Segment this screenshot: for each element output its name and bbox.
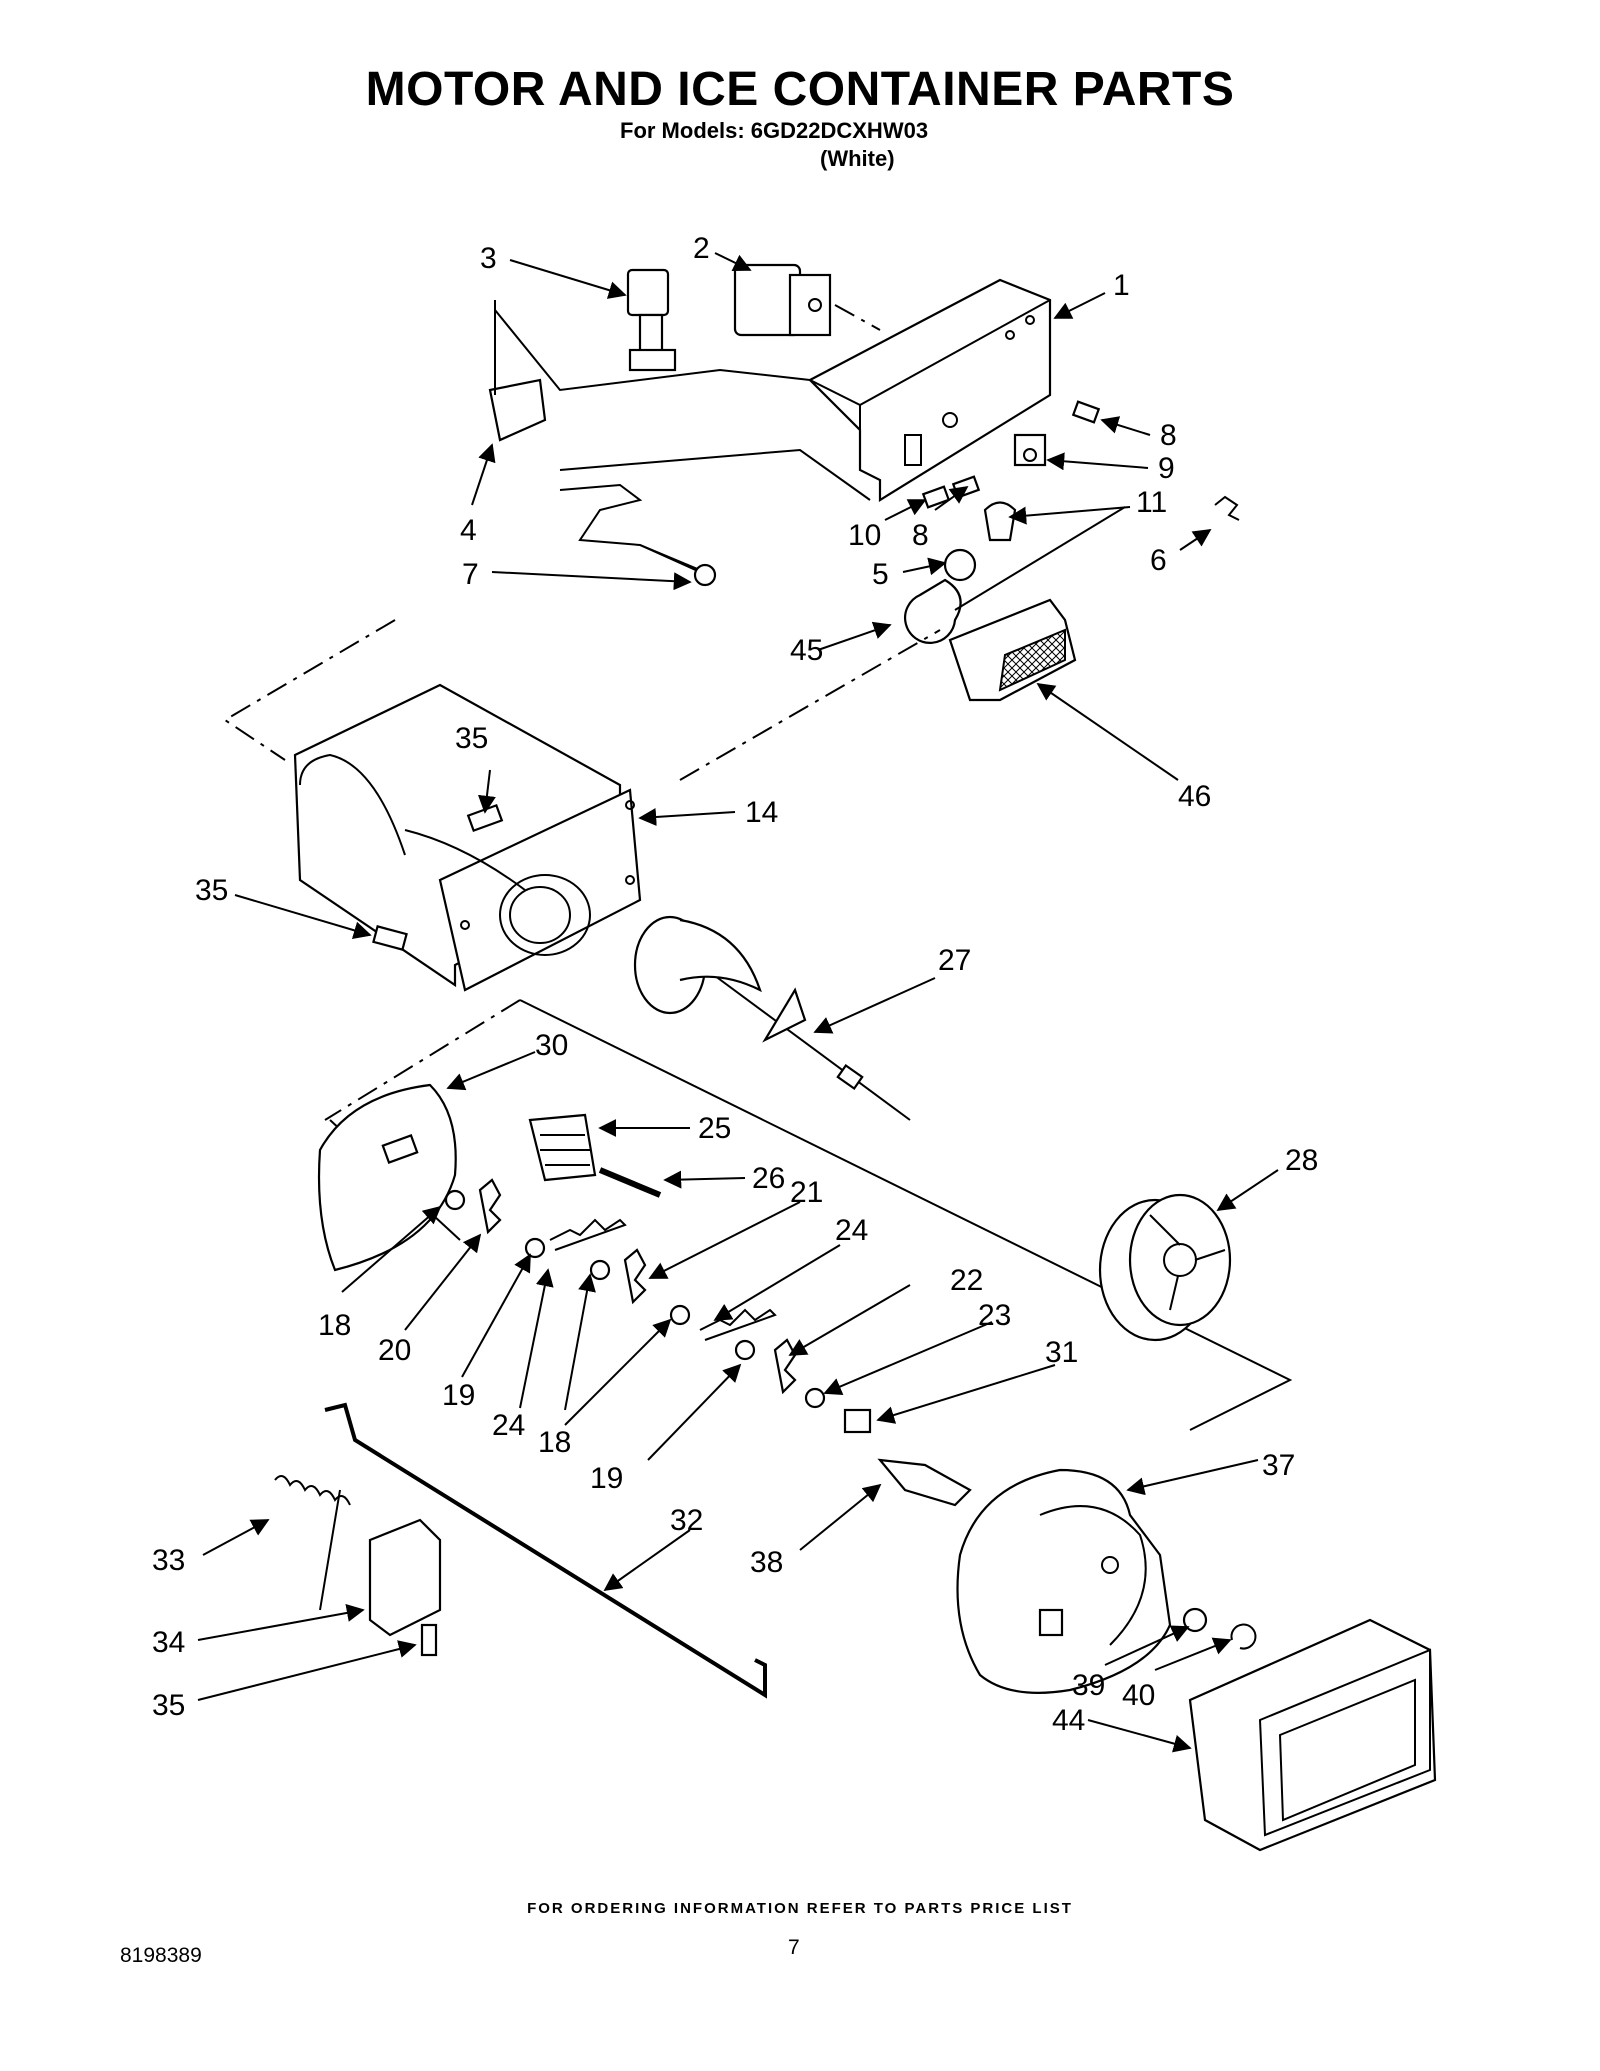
- callout-18b: 18: [538, 1426, 571, 1459]
- callout-2: 2: [693, 232, 710, 265]
- drive-motor-37: [956, 1468, 1172, 1694]
- callout-33: 33: [152, 1544, 185, 1577]
- callout-35a: 35: [455, 722, 488, 755]
- crusher-housing-30: [317, 1083, 457, 1272]
- callout-40: 40: [1122, 1679, 1155, 1712]
- auger-assembly: [633, 915, 911, 1121]
- callout-32: 32: [670, 1504, 703, 1537]
- callout-leaders: [197, 252, 1279, 1753]
- callout-3: 3: [480, 242, 497, 275]
- callout-labels: 1 2 3 4 5 6 7 8 8 9 10 11 14 18 18 19 19…: [152, 232, 1318, 1737]
- callout-45: 45: [790, 634, 823, 667]
- callout-31: 31: [1045, 1336, 1078, 1369]
- callout-11: 11: [1136, 486, 1167, 519]
- dash-line-upper: [494, 309, 811, 392]
- callout-19a: 19: [442, 1379, 475, 1412]
- callout-8b: 8: [912, 519, 929, 552]
- callout-35c: 35: [152, 1689, 185, 1722]
- bracket-34: [368, 1518, 442, 1657]
- callout-18a: 18: [318, 1309, 351, 1342]
- callout-1: 1: [1113, 269, 1130, 302]
- page-title: MOTOR AND ICE CONTAINER PARTS: [365, 63, 1235, 116]
- callout-46: 46: [1178, 780, 1211, 813]
- washers-39-40: [1182, 1607, 1257, 1650]
- callout-4: 4: [460, 514, 477, 547]
- callout-25: 25: [698, 1112, 731, 1145]
- callout-37: 37: [1262, 1449, 1295, 1482]
- switch-lever-38: [877, 1458, 972, 1507]
- callout-23: 23: [978, 1299, 1011, 1332]
- lower-dash-line: [324, 999, 521, 1121]
- ordering-note: FOR ORDERING INFORMATION REFER TO PARTS …: [527, 1900, 1073, 1917]
- bail-wire-32: [324, 1402, 767, 1699]
- callout-28: 28: [1285, 1144, 1318, 1177]
- callout-44: 44: [1052, 1704, 1085, 1737]
- callout-10: 10: [848, 519, 881, 552]
- front-cover-44: [1188, 1618, 1437, 1852]
- ice-crusher-25: [528, 1113, 597, 1182]
- models-line: For Models: 6GD22DCXHW03: [620, 118, 929, 143]
- page-number: 7: [788, 1936, 800, 1959]
- pin-26: [598, 1167, 662, 1198]
- light-shield-46: [948, 598, 1077, 702]
- callout-6: 6: [1150, 544, 1167, 577]
- callout-7: 7: [462, 558, 479, 591]
- callout-20: 20: [378, 1334, 411, 1367]
- ice-container: [293, 683, 642, 992]
- screw-35-side: [372, 925, 408, 951]
- document-number: 8198389: [120, 1944, 202, 1967]
- spring-33: [274, 1475, 351, 1611]
- callout-35b: 35: [195, 874, 228, 907]
- callout-21: 21: [790, 1176, 823, 1209]
- front-wheel-28: [1098, 1193, 1232, 1342]
- wire-harness-thermistor: [559, 483, 717, 587]
- callout-5: 5: [872, 558, 889, 591]
- auger-motor: [733, 263, 832, 337]
- motor-housing-bracket: [808, 278, 1052, 502]
- callout-22: 22: [950, 1264, 983, 1297]
- lamp-socket-bulb: [903, 501, 1017, 644]
- callout-26: 26: [752, 1162, 785, 1195]
- callout-34: 34: [152, 1626, 185, 1659]
- crusher-blades-spacers: [444, 1178, 872, 1434]
- callout-27: 27: [938, 944, 971, 977]
- callout-19b: 19: [590, 1462, 623, 1495]
- callout-24b: 24: [835, 1214, 868, 1247]
- callout-14: 14: [745, 796, 778, 829]
- callout-39: 39: [1072, 1669, 1105, 1702]
- callout-24a: 24: [492, 1409, 525, 1442]
- callout-30: 30: [535, 1029, 568, 1062]
- callout-8a: 8: [1160, 419, 1177, 452]
- solenoid-bracket: [488, 300, 547, 442]
- clip-6: [1214, 495, 1240, 521]
- solenoid-valve: [626, 268, 677, 372]
- callout-9: 9: [1158, 452, 1175, 485]
- color-line: (White): [820, 146, 895, 171]
- callout-38: 38: [750, 1546, 783, 1579]
